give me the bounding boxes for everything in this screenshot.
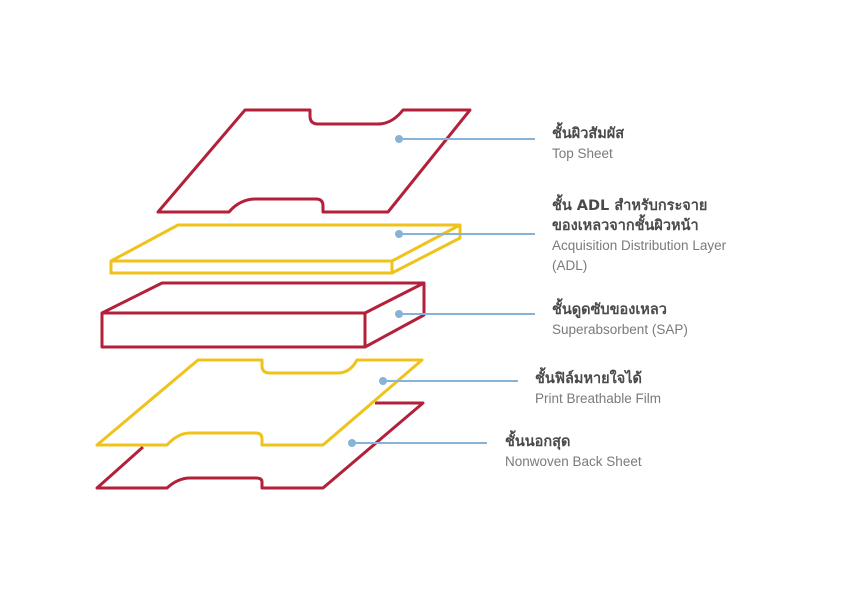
leader-dot-sap (395, 310, 403, 318)
label-thai-line2: ของเหลวจากชั้นผิวหน้า (552, 218, 699, 234)
leader-dot-back-sheet (348, 439, 356, 447)
breathable-film-shape (95, 358, 424, 447)
leader-dot-adl (395, 230, 403, 238)
label-thai-line1: ชั้น ADL สำหรับกระจาย (552, 198, 708, 214)
label-english: Nonwoven Back Sheet (505, 454, 642, 469)
label-thai: ชั้นนอกสุด (505, 434, 571, 450)
label-back-sheet: ชั้นนอกสุด Nonwoven Back Sheet (505, 432, 642, 472)
label-thai: ชั้นฟิล์มหายใจได้ (535, 371, 642, 387)
label-english: Print Breathable Film (535, 391, 662, 406)
label-adl: ชั้น ADL สำหรับกระจาย ของเหลวจากชั้นผิวห… (552, 196, 726, 276)
leader-dot-top-sheet (395, 135, 403, 143)
top-sheet-shape (156, 108, 472, 214)
leader-lines (348, 135, 535, 447)
label-sap: ชั้นดูดซับของเหลว Superabsorbent (SAP) (552, 300, 688, 340)
label-top-sheet: ชั้นผิวสัมผัส Top Sheet (552, 124, 624, 164)
label-english: Top Sheet (552, 146, 613, 161)
label-breathable-film: ชั้นฟิล์มหายใจได้ Print Breathable Film (535, 369, 661, 409)
sap-shape (100, 281, 426, 349)
label-thai: ชั้นผิวสัมผัส (552, 126, 625, 142)
label-english-line1: Acquisition Distribution Layer (552, 238, 727, 253)
label-english: Superabsorbent (SAP) (552, 322, 688, 337)
label-thai: ชั้นดูดซับของเหลว (552, 302, 667, 318)
adl-shape (109, 223, 462, 275)
back-sheet-shape (95, 401, 425, 490)
label-english-line2: (ADL) (552, 258, 588, 273)
leader-dot-film (379, 377, 387, 385)
